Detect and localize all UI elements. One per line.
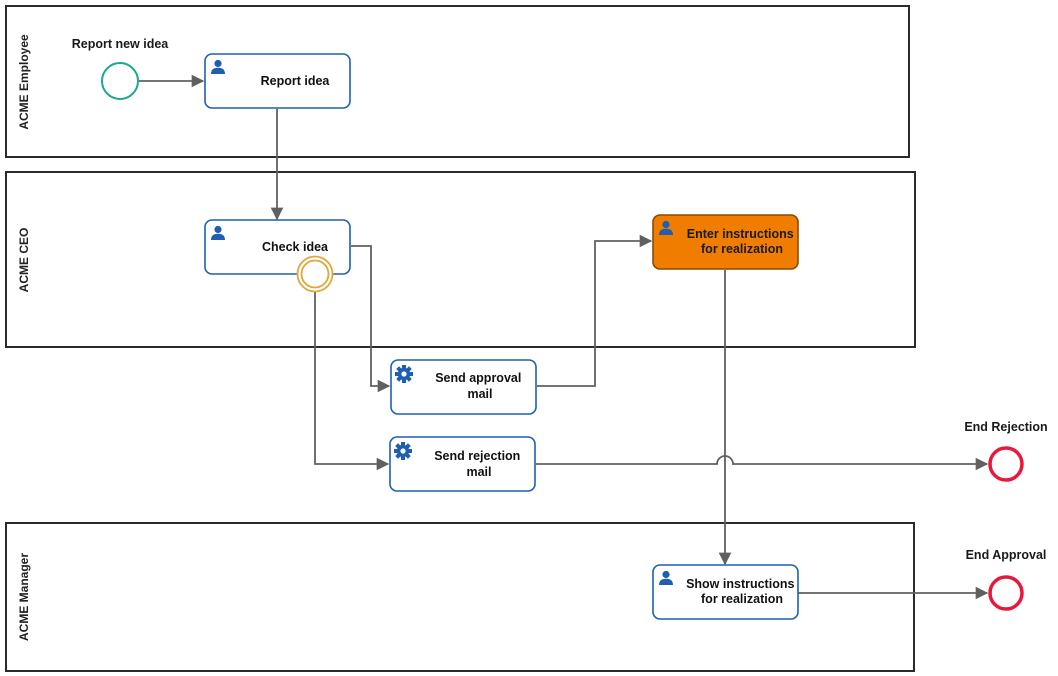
- task-send-approval-mail[interactable]: Send approval mail: [390, 359, 537, 415]
- lane-label-manager: ACME Manager: [17, 553, 31, 641]
- lane-label-employee: ACME Employee: [17, 34, 31, 130]
- lane-label-ceo: ACME CEO: [17, 228, 31, 293]
- start-event-report-new-idea[interactable]: Report new idea: [72, 37, 170, 100]
- end-event-approval[interactable]: End Approval: [966, 548, 1047, 611]
- start-event-label: Report new idea: [72, 37, 170, 51]
- task-show-instructions-for-realization[interactable]: Show instructions for realization: [652, 564, 799, 620]
- flow-send-approval-to-enter-instructions[interactable]: [537, 234, 653, 387]
- flow-check-to-send-approval[interactable]: [351, 245, 391, 393]
- task-label-send-rejection-mail: Send rejection mail: [434, 449, 524, 479]
- sequence-flows: [139, 74, 989, 600]
- task-send-rejection-mail[interactable]: Send rejection mail: [389, 436, 536, 492]
- task-label-show-instructions: Show instructions for realization: [686, 577, 798, 606]
- end-event-rejection[interactable]: End Rejection: [964, 420, 1048, 482]
- end-approval-label: End Approval: [966, 548, 1047, 562]
- task-report-idea[interactable]: Report idea: [204, 53, 351, 109]
- task-label-enter-instructions: Enter instructions for realization: [687, 227, 797, 256]
- end-rejection-label: End Rejection: [964, 420, 1047, 434]
- gear-icon: [394, 442, 412, 460]
- gear-icon: [395, 365, 413, 383]
- task-label-check-idea: Check idea: [262, 240, 329, 254]
- task-label-report-idea: Report idea: [261, 74, 331, 88]
- flow-boundary-to-send-rejection[interactable]: [314, 292, 390, 471]
- flow-send-rejection-to-end-rejection[interactable]: [536, 455, 989, 471]
- task-enter-instructions-for-realization[interactable]: Enter instructions for realization: [652, 214, 799, 270]
- task-label-send-approval-mail: Send approval mail: [435, 371, 525, 401]
- boundary-event-check-idea[interactable]: [296, 255, 334, 293]
